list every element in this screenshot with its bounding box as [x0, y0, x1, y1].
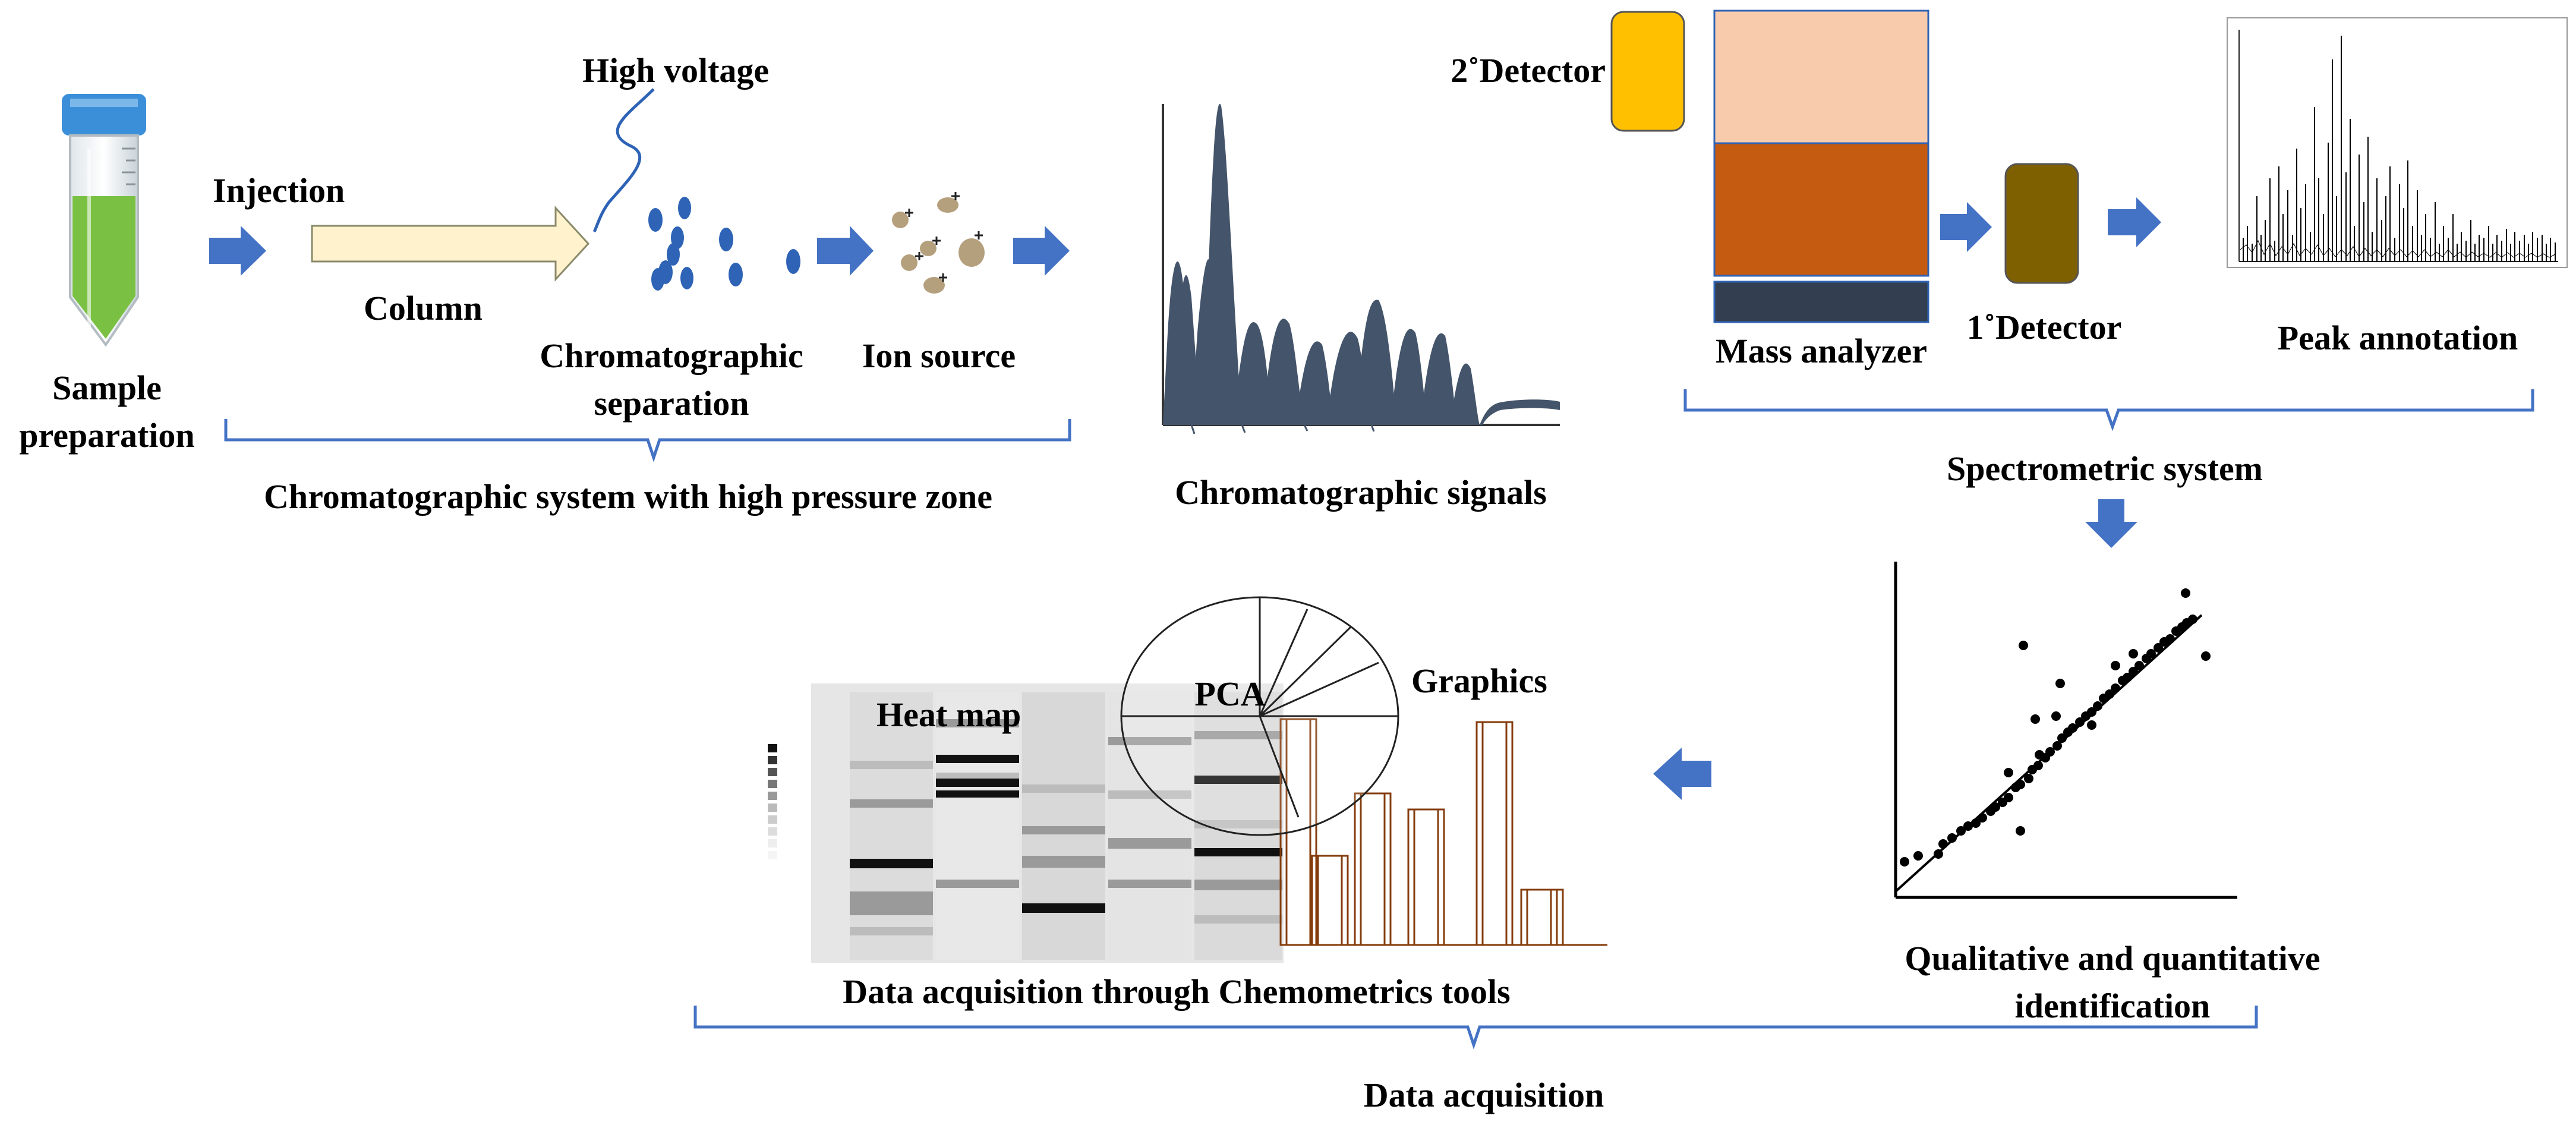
- qualitative-quantitative-label-2: identification: [2015, 987, 2211, 1025]
- secondary-detector-label: 2˚Detector: [1451, 51, 1606, 90]
- bar-graphics: [1279, 718, 1607, 946]
- sample-tube-icon: [62, 94, 146, 347]
- sample-preparation-label-1: Sample: [52, 368, 162, 407]
- spectrometric-system-bracket: [1683, 389, 2534, 431]
- column-shape: [311, 206, 590, 282]
- column-label: Column: [364, 289, 483, 327]
- ion-particles: [892, 192, 985, 294]
- ion-source-label: Ion source: [862, 336, 1016, 375]
- chromatographic-signals-label: Chromatographic signals: [1175, 473, 1547, 512]
- peak-annotation-label: Peak annotation: [2278, 319, 2518, 357]
- chromatographic-separation-label-1: Chromatographic: [540, 336, 803, 375]
- chromatographic-system-bracket: [224, 419, 1071, 462]
- primary-detector: [2004, 163, 2079, 284]
- mass-analyzer: [1713, 10, 1929, 323]
- right-arrow-icon: [817, 226, 874, 276]
- right-arrow-icon: [209, 226, 266, 276]
- chromatographic-separation-label-2: separation: [594, 384, 749, 423]
- injection-label: Injection: [213, 171, 345, 210]
- data-acquisition-label: Data acquisition: [1364, 1076, 1604, 1114]
- heat-map-legend: [768, 744, 777, 859]
- down-arrow-icon: [2085, 499, 2137, 548]
- right-arrow-icon: [2108, 197, 2161, 247]
- chromatogram-plot: [1162, 103, 1560, 434]
- mass-spectrum-plot: [2227, 17, 2568, 268]
- sample-preparation-label-2: preparation: [19, 416, 194, 455]
- right-arrow-icon: [1940, 202, 1992, 252]
- spectrometric-system-label: Spectrometric system: [1947, 449, 2263, 488]
- right-arrow-icon: [1013, 226, 1070, 276]
- mass-analyzer-label: Mass analyzer: [1716, 332, 1927, 370]
- chromatographic-system-label: Chromatographic system with high pressur…: [264, 477, 992, 516]
- calibration-scatter-plot: [1894, 562, 2237, 899]
- chemometrics-label: Data acquisition through Chemometrics to…: [843, 972, 1510, 1011]
- data-acquisition-bracket: [693, 1006, 2258, 1050]
- high-voltage-bolt-icon: [592, 88, 655, 233]
- analyte-dots: [648, 197, 800, 291]
- graphics-label: Graphics: [1411, 661, 1547, 700]
- pca-circle: [1120, 596, 1399, 836]
- pca-label: PCA: [1194, 675, 1265, 713]
- secondary-detector: [1610, 11, 1685, 132]
- heat-map: [768, 683, 1284, 963]
- qualitative-quantitative-label-1: Qualitative and quantitative: [1905, 939, 2320, 978]
- high-voltage-label: High voltage: [582, 51, 769, 90]
- primary-detector-label: 1˚Detector: [1967, 308, 2122, 346]
- left-arrow-icon: [1653, 748, 1711, 800]
- heat-map-label: Heat map: [876, 695, 1021, 734]
